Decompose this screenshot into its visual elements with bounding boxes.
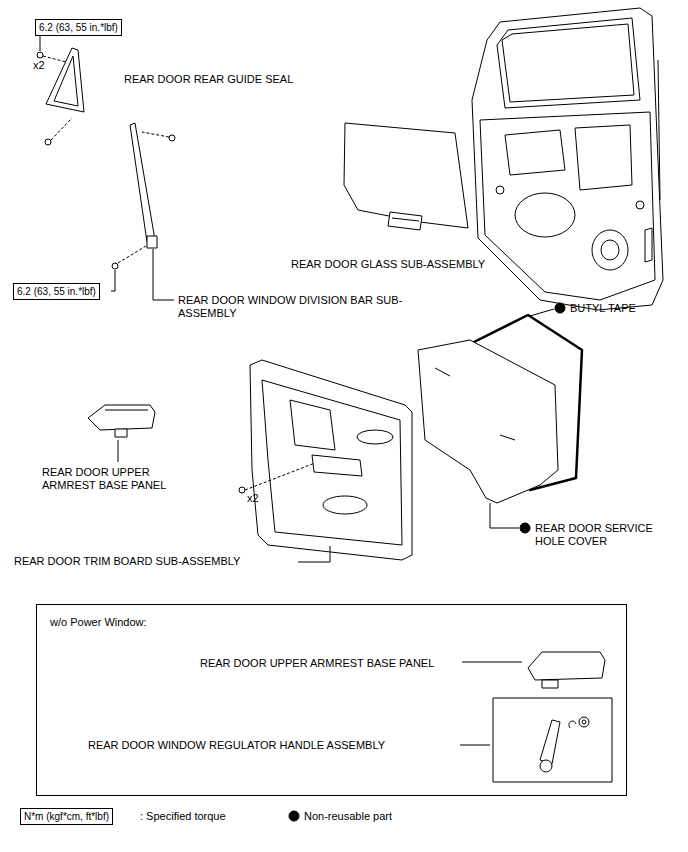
- drawing-line: [472, 8, 663, 310]
- drawing-line: [105, 410, 148, 411]
- variant-panel: w/o Power Window: REAR DOOR UPPER ARMREST…: [36, 604, 627, 796]
- drawing-line: [582, 720, 586, 724]
- drawing-line: [601, 240, 619, 260]
- drawing-line: [323, 496, 367, 514]
- drawing-line: [555, 303, 565, 313]
- drawing-line: [520, 523, 530, 533]
- drawing-line: [505, 130, 565, 175]
- torque-value: 6.2 (63, 55 in.*lbf): [39, 21, 118, 34]
- drawing-line: [46, 48, 84, 112]
- drawing-line: [500, 435, 515, 440]
- drawing-line: [357, 430, 393, 444]
- drawing-line: [636, 201, 644, 209]
- drawing-line: [118, 440, 119, 462]
- drawing-line: [542, 680, 558, 688]
- drawing-line: [496, 186, 504, 194]
- part-name: REAR DOOR WINDOW DIVISION BAR SUB-ASSEMB…: [178, 294, 408, 320]
- drawing-line: [262, 380, 402, 545]
- quantity-note: x2: [247, 492, 259, 505]
- drawing-line: [575, 125, 632, 190]
- drawing-line: [250, 360, 412, 560]
- drawing-line: [312, 455, 362, 476]
- drawing-line: [112, 263, 118, 269]
- part-name: BUTYL TAPE: [570, 302, 636, 315]
- drawing-line: [43, 56, 66, 62]
- drawing-line: [245, 463, 315, 490]
- drawing-line: [111, 270, 115, 291]
- drawing-line: [592, 230, 628, 270]
- legend-torque-box: N*m (kgf*cm, ft*lbf): [20, 808, 113, 825]
- legend-text: : Specified torque: [140, 810, 226, 823]
- drawing-line: [540, 720, 560, 764]
- drawing-line: [115, 429, 127, 437]
- trim-board: [239, 360, 412, 562]
- drawing-line: [153, 249, 174, 300]
- drawing-line: [435, 368, 450, 376]
- drawing-line: [528, 652, 605, 680]
- drawing-line: [490, 503, 519, 528]
- drawing-line: [37, 52, 43, 58]
- door-panel: [472, 8, 663, 310]
- drawing-line: [462, 662, 522, 663]
- drawing-line: [530, 309, 554, 316]
- drawing-line: [40, 35, 41, 51]
- drawing-line: [480, 112, 655, 300]
- drawing-line: [147, 236, 157, 248]
- torque-box: 6.2 (63, 55 in.*lbf): [13, 283, 100, 300]
- drawing-line: [658, 60, 660, 200]
- drawing-line: [502, 24, 634, 102]
- drawing-line: [540, 760, 552, 772]
- service-hole-cover: [418, 303, 582, 533]
- drawing-line: [51, 118, 72, 140]
- torque-value: N*m (kgf*cm, ft*lbf): [24, 810, 109, 823]
- drawing-line: [45, 139, 51, 145]
- drawing-line: [388, 212, 422, 230]
- guide-seal: [37, 35, 84, 145]
- drawing-line: [569, 721, 576, 728]
- part-name: REAR DOOR TRIM BOARD SUB-ASSEMBLY: [14, 555, 240, 568]
- drawing-line: [418, 340, 558, 503]
- drawing-line: [497, 18, 640, 108]
- part-name: REAR DOOR REAR GUIDE SEAL: [124, 73, 293, 86]
- drawing-line: [239, 487, 245, 493]
- drawing-line: [130, 123, 155, 245]
- part-name: REAR DOOR UPPER ARMREST BASE PANEL: [42, 466, 182, 492]
- panel-text: REAR DOOR UPPER ARMREST BASE PANEL: [200, 657, 434, 670]
- drawing-line: [344, 123, 468, 228]
- part-name: REAR DOOR GLASS SUB-ASSEMBLY: [291, 258, 485, 271]
- quantity-note: x2: [33, 59, 45, 72]
- drawing-line: [142, 132, 169, 137]
- drawing-line: [169, 135, 175, 141]
- drawing-line: [645, 228, 652, 262]
- drawing-line: [460, 745, 490, 746]
- legend-text: Non-reusable part: [304, 810, 392, 823]
- part-name: REAR DOOR SERVICE HOLE COVER: [535, 522, 675, 548]
- legend-dot: [289, 811, 299, 821]
- torque-value: 6.2 (63, 55 in.*lbf): [17, 285, 96, 298]
- drawing-line: [54, 56, 78, 106]
- drawing-line: [88, 405, 155, 430]
- panel-text: REAR DOOR WINDOW REGULATOR HANDLE ASSEMB…: [88, 739, 385, 752]
- drawing-line: [290, 400, 335, 450]
- drawing-line: [579, 717, 589, 727]
- panel-parts: [460, 652, 612, 782]
- drawing-line: [515, 193, 575, 237]
- division-bar: [111, 123, 175, 300]
- armrest-panel: [88, 405, 155, 462]
- drawing-line: [118, 246, 146, 263]
- drawing-line: [392, 218, 419, 221]
- panel-text: w/o Power Window:: [50, 616, 147, 629]
- torque-box: 6.2 (63, 55 in.*lbf): [35, 19, 122, 36]
- drawing-line: [493, 698, 612, 782]
- door-glass: [344, 123, 468, 230]
- drawing-line: [298, 546, 330, 562]
